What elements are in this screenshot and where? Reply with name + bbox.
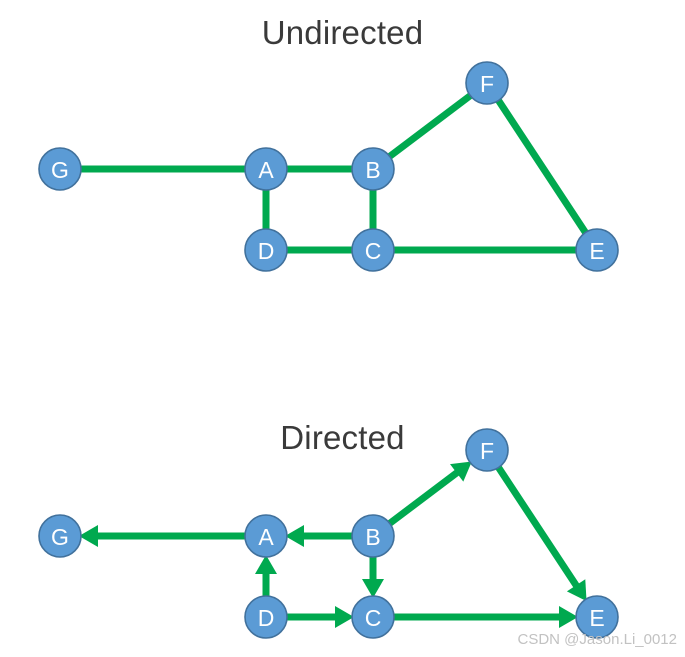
edge-group bbox=[77, 90, 591, 254]
node-circle-F bbox=[465, 428, 509, 472]
node-circle-F bbox=[465, 61, 509, 105]
arrowhead-A-G bbox=[79, 525, 98, 547]
arrowhead-D-A bbox=[255, 555, 277, 574]
node-circle-C bbox=[351, 595, 395, 639]
node-G[interactable]: G bbox=[38, 514, 82, 558]
node-circle-E bbox=[575, 595, 619, 639]
arrowhead-B-F bbox=[450, 461, 472, 482]
arrowhead-F-E bbox=[566, 579, 587, 602]
node-circle-D bbox=[244, 595, 288, 639]
edge-group bbox=[79, 461, 587, 628]
directed-edge-F-E bbox=[493, 462, 581, 589]
node-circle-A bbox=[244, 514, 288, 558]
node-circle-B bbox=[351, 514, 395, 558]
edge-B-F bbox=[384, 90, 476, 162]
node-D[interactable]: D bbox=[244, 595, 288, 639]
node-circle-C bbox=[351, 228, 395, 272]
arrowhead-B-C bbox=[362, 579, 384, 598]
edge-F-E bbox=[493, 95, 591, 238]
undirected-graph-title: Undirected bbox=[261, 14, 424, 51]
arrowhead-C-E bbox=[559, 606, 578, 628]
node-F[interactable]: F bbox=[465, 428, 509, 472]
node-circle-G bbox=[38, 147, 82, 191]
node-circle-E bbox=[575, 228, 619, 272]
node-circle-A bbox=[244, 147, 288, 191]
node-circle-D bbox=[244, 228, 288, 272]
arrowhead-B-A bbox=[285, 525, 304, 547]
node-B[interactable]: B bbox=[351, 514, 395, 558]
node-C[interactable]: C bbox=[351, 595, 395, 639]
directed-graph-title: Directed bbox=[280, 419, 405, 456]
arrowhead-D-C bbox=[335, 606, 354, 628]
node-circle-B bbox=[351, 147, 395, 191]
node-circle-G bbox=[38, 514, 82, 558]
node-A[interactable]: A bbox=[244, 514, 288, 558]
directed-edge-B-F bbox=[384, 468, 461, 529]
watermark-text: CSDN @Jason.Li_0012 bbox=[517, 631, 677, 648]
